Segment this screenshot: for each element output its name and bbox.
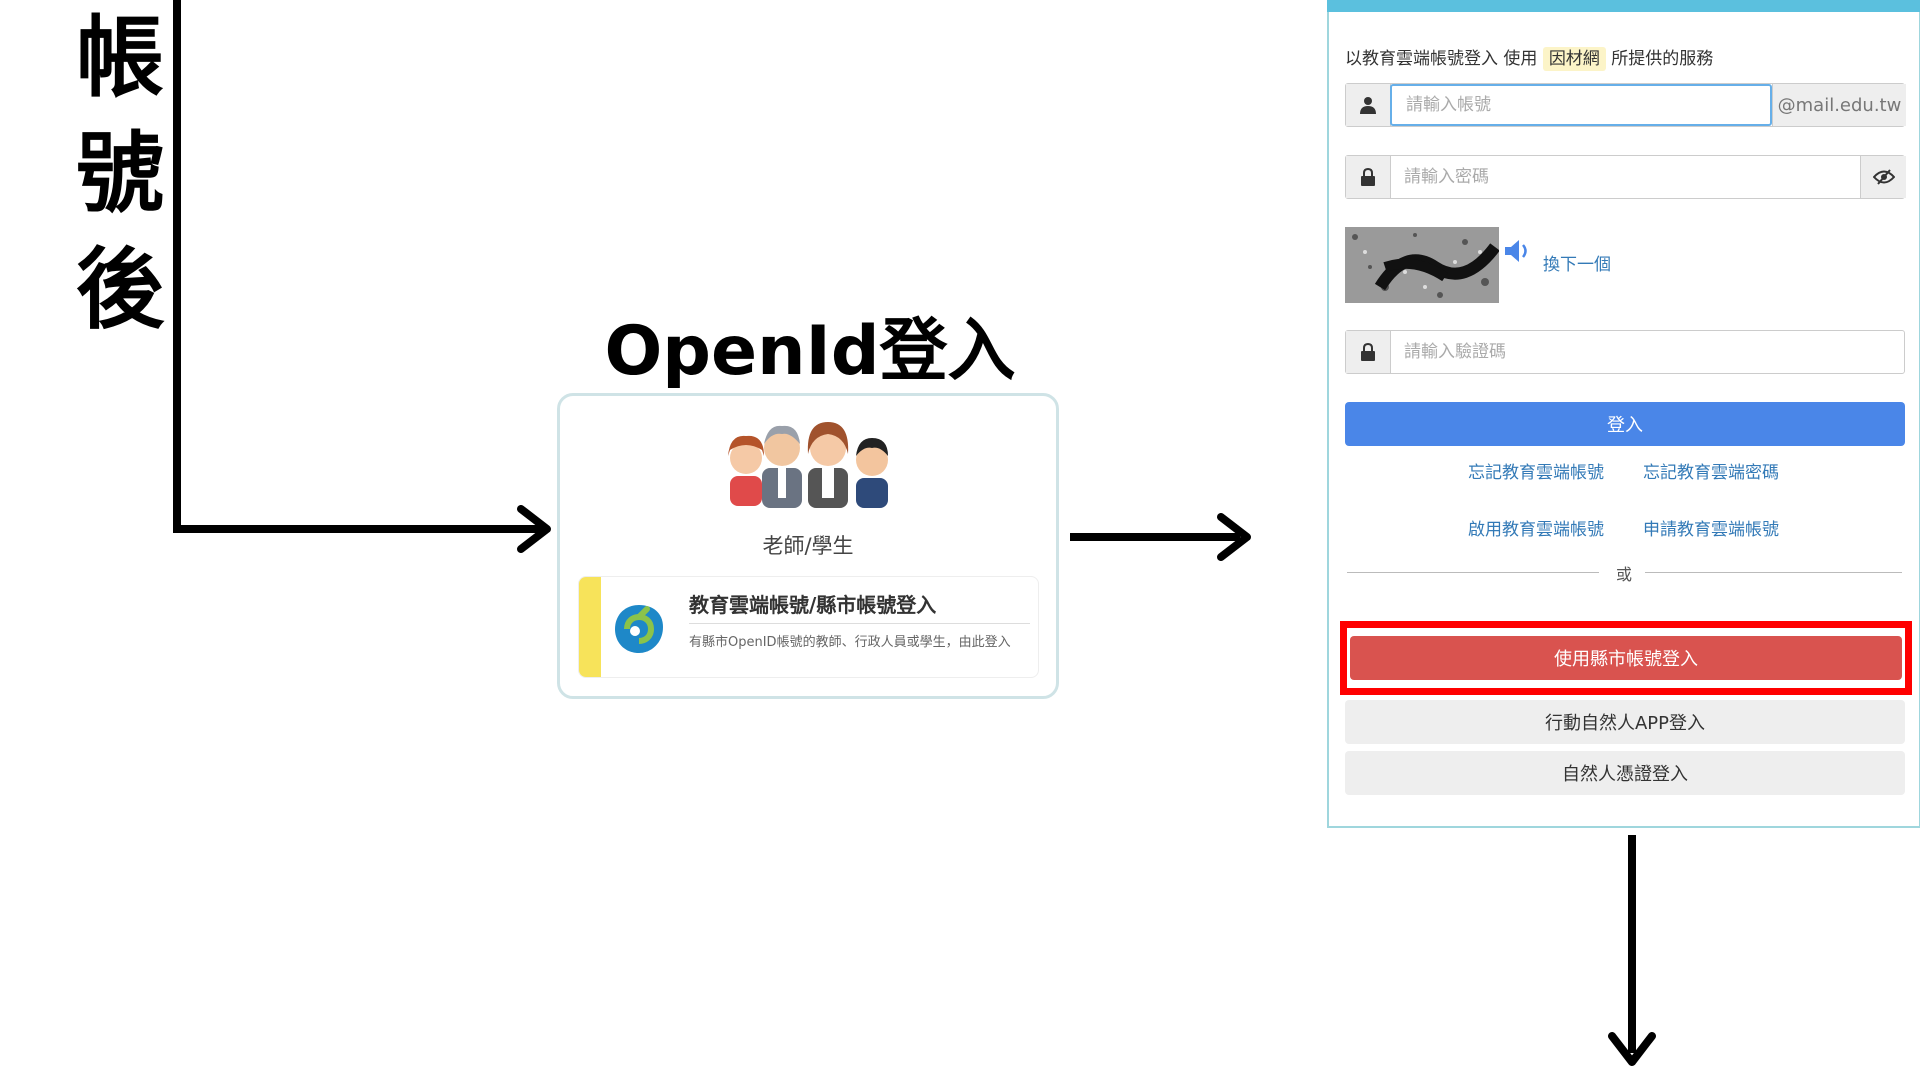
option-title: 教育雲端帳號/縣市帳號登入 <box>689 593 937 617</box>
login-panel-top-bar <box>1327 0 1920 12</box>
audio-captcha-icon[interactable] <box>1503 238 1533 264</box>
activate-account-link[interactable]: 啟用教育雲端帳號 <box>1468 520 1604 540</box>
certificate-login-button[interactable]: 自然人憑證登入 <box>1345 751 1905 795</box>
toggle-password-visibility-icon[interactable] <box>1860 156 1906 198</box>
app-login-button[interactable]: 行動自然人APP登入 <box>1345 700 1905 744</box>
account-input-group: @mail.edu.tw <box>1345 83 1906 127</box>
service-name: 因材網 <box>1542 47 1606 71</box>
forgot-password-link[interactable]: 忘記教育雲端密碼 <box>1643 463 1779 483</box>
service-suffix: 所提供的服務 <box>1611 49 1714 69</box>
vertical-heading-char: 帳 <box>75 6 164 109</box>
captcha-input[interactable] <box>1390 331 1904 373</box>
apply-account-link[interactable]: 申請教育雲端帳號 <box>1643 520 1779 540</box>
flow-line-middle <box>1070 533 1240 541</box>
arrow-right-icon <box>517 505 551 553</box>
flow-line-down <box>1628 835 1636 1053</box>
password-input-group <box>1345 155 1906 199</box>
vertical-heading: 帳 號 後 <box>70 0 170 348</box>
captcha-refresh-link[interactable]: 換下一個 <box>1543 255 1611 275</box>
lock-icon <box>1346 331 1391 373</box>
edu-cloud-logo-icon <box>615 605 663 653</box>
or-divider-left <box>1347 572 1599 573</box>
service-prefix: 以教育雲端帳號登入 使用 <box>1345 49 1538 69</box>
openid-heading: OpenId登入 <box>604 312 1016 391</box>
forgot-account-link[interactable]: 忘記教育雲端帳號 <box>1468 463 1604 483</box>
edu-cloud-login-option[interactable]: 教育雲端帳號/縣市帳號登入 有縣市OpenID帳號的教師、行政人員或學生，由此登… <box>578 576 1039 678</box>
arrow-down-icon <box>1608 1032 1656 1066</box>
account-input[interactable] <box>1390 84 1772 126</box>
account-domain-suffix: @mail.edu.tw <box>1772 84 1906 126</box>
captcha-image <box>1345 227 1499 303</box>
option-accent-bar <box>579 577 601 677</box>
flow-line-horizontal <box>173 525 543 533</box>
captcha-input-group <box>1345 330 1905 374</box>
or-label: 或 <box>1616 565 1633 584</box>
highlight-box <box>1340 621 1912 695</box>
arrow-right-icon <box>1217 513 1251 561</box>
password-input[interactable] <box>1390 156 1860 198</box>
flow-line-vertical <box>173 0 181 533</box>
role-label: 老師/學生 <box>762 534 854 558</box>
option-description: 有縣市OpenID帳號的教師、行政人員或學生，由此登入 <box>689 635 1011 650</box>
people-illustration-icon <box>728 422 888 508</box>
county-login-button[interactable]: 使用縣市帳號登入 <box>1350 636 1902 680</box>
option-divider <box>689 623 1030 624</box>
lock-icon <box>1346 156 1391 198</box>
user-icon <box>1346 84 1391 126</box>
login-button[interactable]: 登入 <box>1345 402 1905 446</box>
service-description: 以教育雲端帳號登入 使用 因材網 所提供的服務 <box>1345 44 1714 71</box>
vertical-heading-char: 後 <box>75 238 164 341</box>
vertical-heading-char: 號 <box>75 122 164 225</box>
or-divider-right <box>1645 572 1902 573</box>
